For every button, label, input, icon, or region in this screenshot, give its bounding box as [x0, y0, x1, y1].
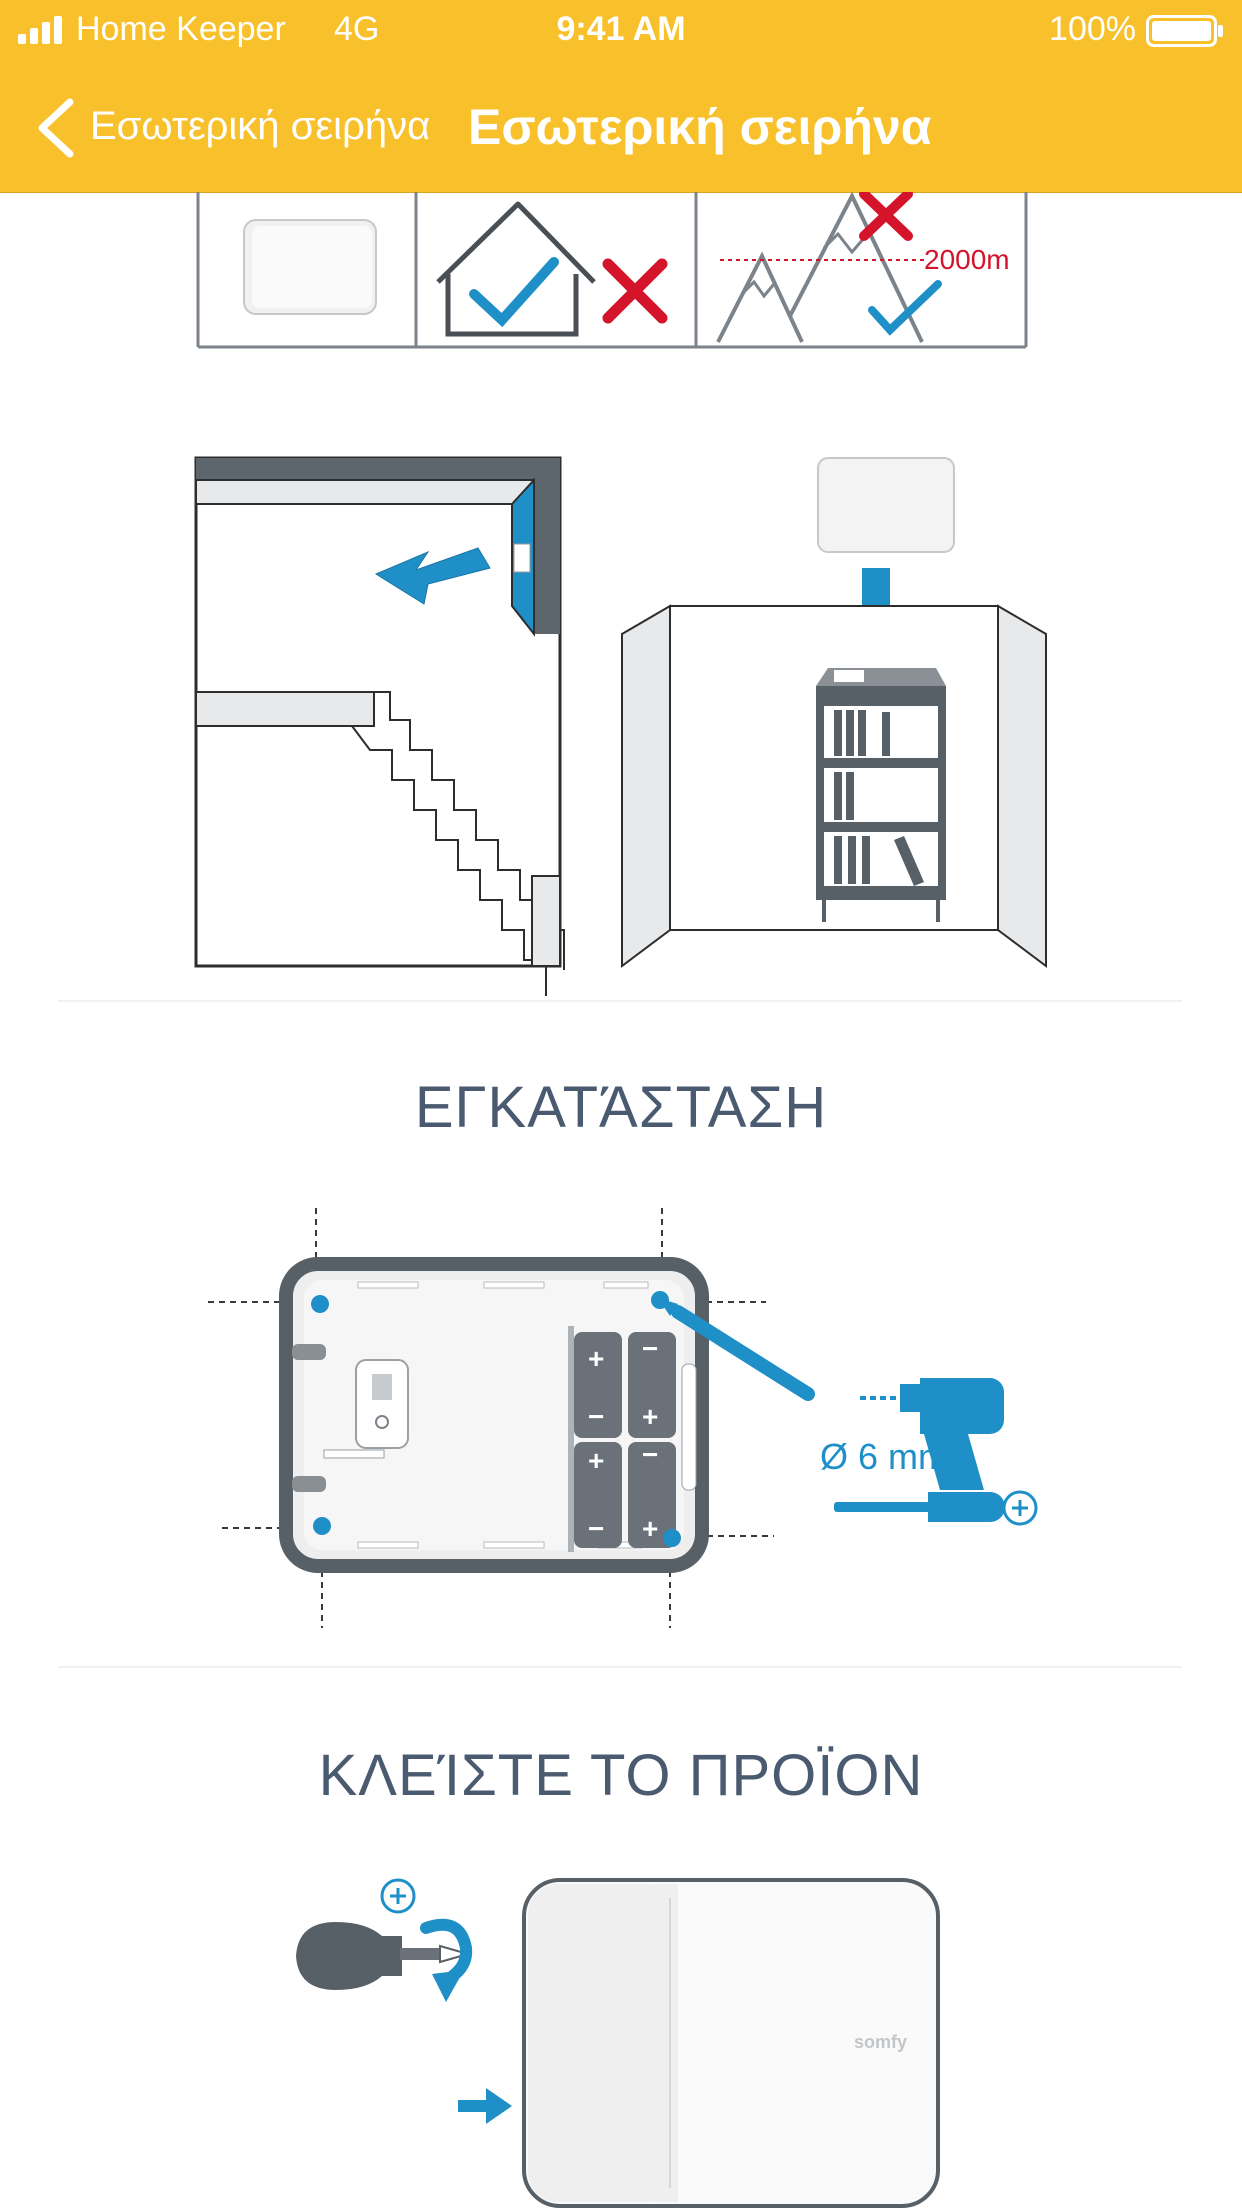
minus-sign: − [642, 1439, 658, 1470]
navigation-bar: Εσωτερική σειρήνα Εσωτερική σειρήνα [0, 62, 1242, 192]
content-scroll[interactable]: 2000m [0, 192, 1242, 2208]
brand-label: somfy [854, 2032, 907, 2052]
signal-icon [18, 16, 62, 44]
push-arrow-icon [458, 2088, 512, 2124]
close-product-heading: ΚΛΕΊΣΤΕ ΤΟ ΠΡΟΪΟΝ [318, 1743, 924, 1808]
rotate-arrow-icon [420, 1918, 473, 2002]
battery-icon [1146, 15, 1223, 47]
screwdriver-icon [296, 1878, 472, 1990]
top-bar: Home Keeper 4G 9:41 AM 100% Εσωτερική σε… [0, 0, 1242, 193]
network-type: 4G [334, 10, 380, 48]
plus-sign: + [642, 1401, 658, 1432]
bookcase-room-scene [621, 457, 1047, 968]
section-divider [58, 1000, 1182, 1002]
page-title: Εσωτερική σειρήνα [468, 99, 932, 155]
cross-icon [602, 258, 668, 324]
drill-icon [860, 1378, 1004, 1490]
status-bar: Home Keeper 4G 9:41 AM 100% [0, 0, 1242, 62]
minus-sign: − [642, 1333, 658, 1364]
back-chevron-icon[interactable] [34, 98, 82, 158]
battery-compartment [568, 1326, 676, 1552]
altitude-limit-label: 2000m [924, 244, 1010, 275]
screwdriver-icon [834, 1490, 1038, 1526]
plus-sign: + [588, 1445, 604, 1476]
close-product-illustration: somfy [296, 1878, 940, 2208]
plus-sign: + [642, 1513, 658, 1544]
siren-device-icon [243, 219, 377, 315]
mounting-location-illustration [194, 456, 1047, 996]
placement-rules-illustration [196, 192, 1028, 349]
plus-sign: + [588, 1343, 604, 1374]
installation-illustration: + − − + + − − + [208, 1208, 1038, 1628]
section-divider [58, 1666, 1182, 1668]
siren-cover [522, 1878, 940, 2208]
carrier-name: Home Keeper [76, 10, 286, 48]
minus-sign: − [588, 1513, 604, 1544]
battery-percent: 100% [1049, 10, 1136, 48]
minus-sign: − [588, 1401, 604, 1432]
staircase-room-scene [194, 456, 565, 996]
indoor-house-icon [436, 201, 596, 337]
drill-size-label: Ø 6 mm [820, 1436, 949, 1477]
back-button[interactable]: Εσωτερική σειρήνα [90, 104, 431, 148]
altitude-mountain-icon [716, 192, 942, 343]
status-time: 9:41 AM [556, 10, 686, 48]
installation-heading: ΕΓΚΑΤΆΣΤΑΣΗ [414, 1075, 828, 1140]
pencil-icon [658, 1298, 815, 1401]
